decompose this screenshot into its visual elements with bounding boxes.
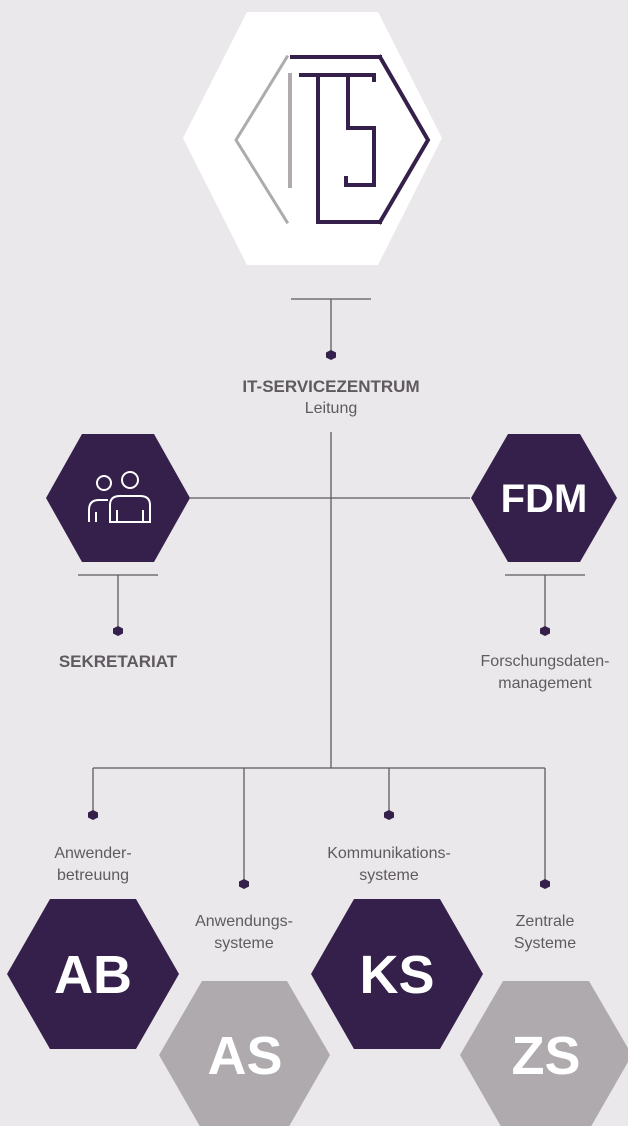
dept-zs-label: Zentrale Systeme [470,911,620,955]
its-logo-icon [234,54,431,225]
fdm-label-line1: Forschungsdaten- [480,653,610,670]
hex-zs[interactable] [460,981,628,1126]
people-icon [88,471,151,523]
logo-hexagon [183,12,442,265]
dept-ks-label-line1: Kommunikations- [327,845,451,862]
dept-as-label-line1: Anwendungs- [195,913,293,930]
hex-ks[interactable] [311,899,483,1049]
fdm-abbr: FDM [501,477,588,521]
sekretariat-label: SEKRETARIAT [58,652,178,671]
hex-ks-abbr: KS [359,945,434,1005]
dept-as-label: Anwendungs- systeme [144,911,344,955]
fdm-label: Forschungsdaten- management [445,651,628,695]
dept-ab-label: Anwender- betreuung [0,843,186,887]
dept-zs-label-line2: Systeme [513,935,577,952]
hex-ab-abbr: AB [54,945,132,1005]
sekretariat-hexagon[interactable] [46,434,190,562]
dept-as-label-line2: systeme [214,935,274,952]
connector-lines [78,298,585,884]
fdm-label-line2: management [498,675,592,692]
center-label: IT-SERVICEZENTRUM Leitung [231,376,431,420]
dept-ks-label-line2: systeme [359,867,419,884]
fdm-hexagon[interactable] [471,434,617,562]
center-title: IT-SERVICEZENTRUM [242,377,420,396]
dept-ab-label-line2: betreuung [56,867,130,884]
hex-ab[interactable] [7,899,179,1049]
center-subtitle: Leitung [304,400,358,417]
hex-as[interactable] [159,981,330,1126]
hex-as-abbr: AS [207,1026,282,1086]
dept-zs-label-line1: Zentrale [515,913,575,930]
dept-ks-label: Kommunikations- systeme [289,843,489,887]
hex-zs-abbr: ZS [511,1026,580,1086]
dept-ab-label-line1: Anwender- [54,845,132,862]
connector-dots [88,350,550,889]
